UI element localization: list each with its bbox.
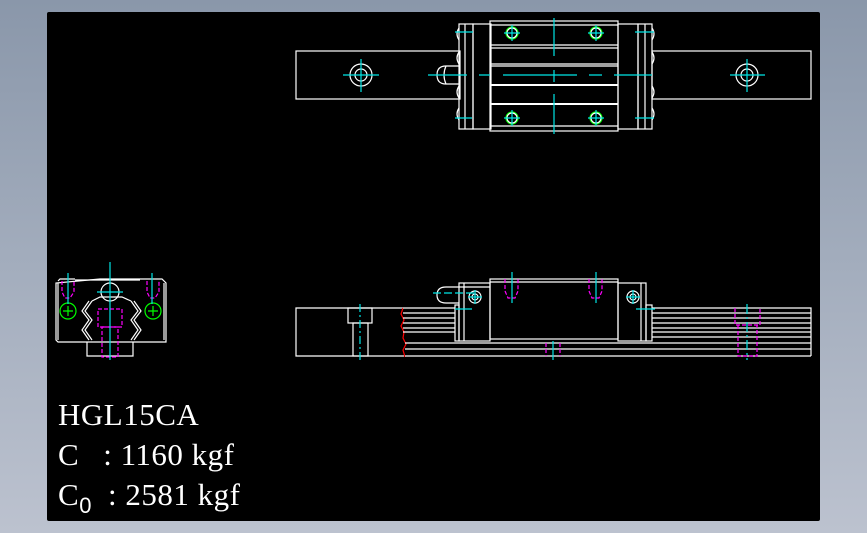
cad-drawing-canvas: HGL15CA C: 1160 kgf C0: 2581 kgf [47, 12, 820, 521]
centerlines-top [428, 18, 654, 134]
hidden-lines-side [504, 279, 761, 357]
end-view [55, 262, 167, 360]
drawing-svg [55, 18, 812, 360]
model-label: HGL15CA [58, 397, 200, 432]
separator: : [107, 477, 118, 512]
static-load-value: 2581 [125, 477, 190, 512]
dynamic-load-value: 1160 [120, 437, 184, 472]
symbol-c0: C [58, 477, 80, 512]
separator: : [103, 437, 113, 472]
centerlines-side [433, 272, 748, 360]
unit: kgf [191, 437, 235, 472]
symbol-c: C [58, 437, 80, 472]
top-view [295, 18, 812, 134]
centerlines-end [67, 262, 153, 360]
subscript-0: 0 [79, 493, 92, 518]
static-load-rating: C0: 2581 kgf [58, 477, 241, 517]
dynamic-load-rating: C: 1160 kgf [58, 439, 235, 470]
side-view [295, 272, 812, 360]
unit: kgf [197, 477, 241, 512]
